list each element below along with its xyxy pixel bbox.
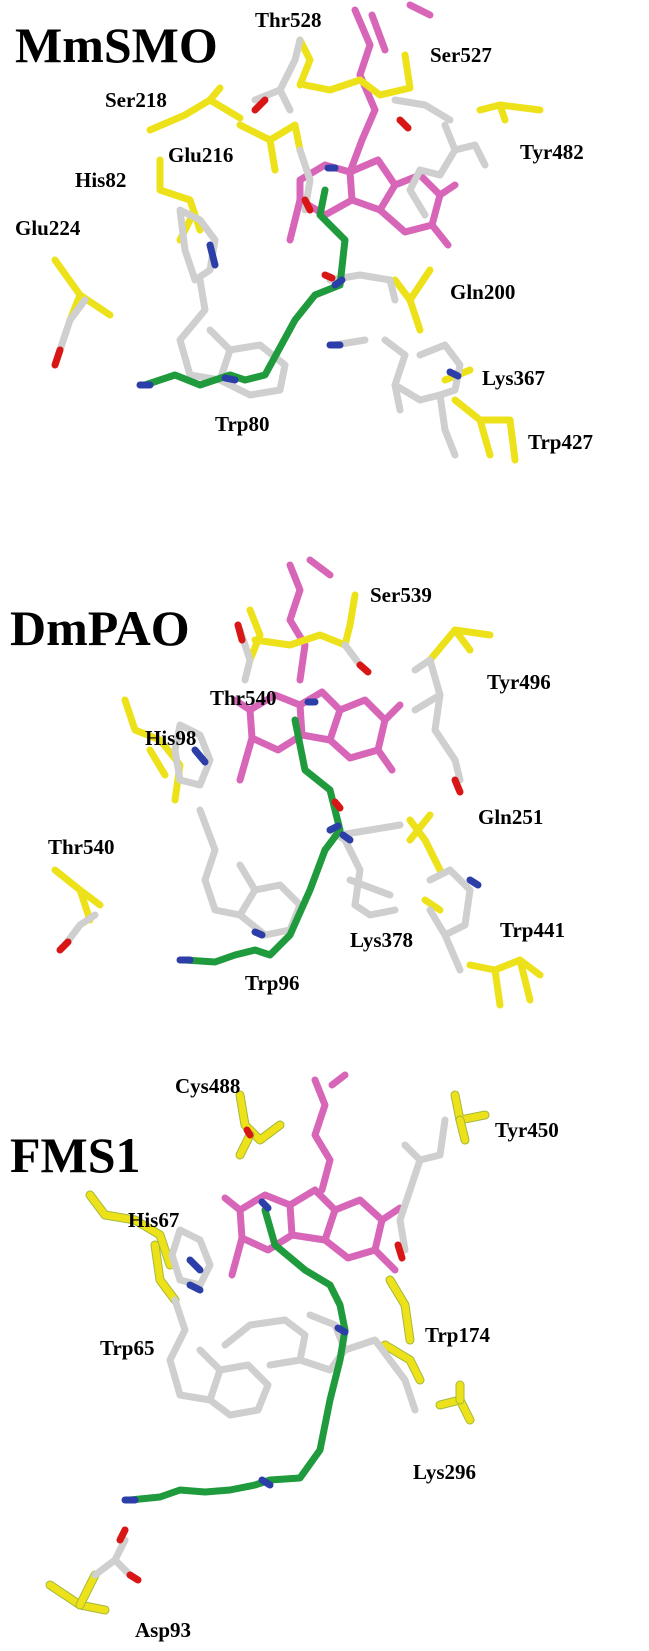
residue-label: Trp427 (528, 430, 593, 454)
residue-label: Trp174 (425, 1323, 490, 1347)
panel-fms1: FMS1 Cys488 Tyr450 His67 Trp174 Trp65 Ly… (0, 1060, 649, 1651)
residue-label: Trp80 (215, 412, 270, 436)
residue-sticks (51, 36, 544, 464)
residue-label: Gln200 (450, 280, 516, 304)
polyamine-ligand (181, 716, 344, 966)
residue-label: Ser539 (370, 583, 432, 607)
residue-label: Thr528 (255, 8, 322, 32)
fad-cofactor (286, 1, 459, 249)
panel-title: MmSMO (15, 17, 218, 73)
residue-label: Ser218 (105, 88, 167, 112)
residue-label: Tyr450 (495, 1118, 559, 1142)
panel-dmpao: DmPAO Ser539 Tyr496 Thr540 His98 Gln251 … (0, 530, 649, 1060)
panel-title: DmPAO (10, 600, 190, 656)
polyamine-ligand (141, 186, 349, 389)
residue-label: Trp441 (500, 918, 565, 942)
dmpao-structure (51, 556, 544, 1009)
residue-label: His82 (75, 168, 127, 192)
residue-label: Lys378 (350, 928, 414, 952)
panel-mmsmo: MmSMO Thr528 Ser527 Ser218 Glu216 Tyr482… (0, 0, 649, 530)
residue-label: Lys296 (413, 1460, 477, 1484)
fad-cofactor (221, 1071, 404, 1279)
residue-label: Tyr496 (487, 670, 551, 694)
fad-cofactor (231, 556, 404, 784)
backbone-sticks (56, 36, 489, 459)
heteroatoms (51, 96, 462, 389)
residue-label: Thr540 (210, 686, 277, 710)
heteroatoms (56, 621, 482, 964)
backbone-sticks (91, 1116, 449, 1579)
residue-label: Thr540 (48, 835, 115, 859)
residue-label: Gln251 (478, 805, 544, 829)
residue-label: Trp65 (100, 1336, 155, 1360)
residue-label: Ser527 (430, 43, 492, 67)
residue-label: Glu224 (15, 216, 81, 240)
residue-label: His67 (128, 1208, 180, 1232)
backbone-sticks (61, 626, 474, 974)
residue-label: Glu216 (168, 143, 234, 167)
mmsmo-structure (51, 1, 544, 464)
residue-label: Trp96 (245, 971, 300, 995)
residue-sticks (51, 591, 544, 1009)
residue-sticks (45, 1090, 490, 1615)
residue-label: His98 (145, 726, 197, 750)
panel-title: FMS1 (10, 1127, 141, 1183)
residue-label: Cys488 (175, 1074, 241, 1098)
residue-label: Tyr482 (520, 140, 584, 164)
fms1-structure (45, 1071, 490, 1615)
residue-label: Lys367 (482, 366, 546, 390)
residue-label: Asp93 (135, 1618, 192, 1642)
heteroatoms (116, 1126, 406, 1584)
polyamine-ligand (126, 1206, 349, 1504)
